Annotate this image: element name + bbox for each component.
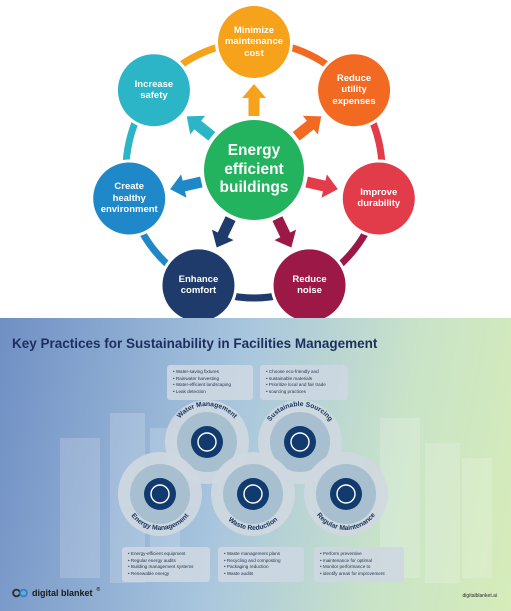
- infinity-logo-icon: [12, 588, 28, 598]
- website-url: digitalblanket.ai: [462, 593, 497, 599]
- node-label-create-healthy-environment-line: environment: [100, 204, 158, 216]
- node-label-enhance-comfort-line: Enhance: [178, 273, 219, 285]
- node-label-reduce-utility-expenses-line: Reduce: [336, 73, 372, 85]
- node-label-minimize-maintenance-cost-line: maintenance: [224, 36, 284, 48]
- sourcing-bullet: Choose eco-friendly and: [266, 369, 342, 376]
- node-label-improve-durability-line: durability: [357, 198, 401, 210]
- water-bullet: Water-efficient landscaping: [173, 382, 247, 389]
- arrow-reduce-noise: [272, 216, 297, 248]
- water-management-box: Water-saving fixturesRainwater harvestin…: [167, 365, 253, 400]
- arrow-improve-durability: [305, 174, 338, 198]
- node-label-reduce-noise-line: Reduce: [292, 273, 327, 285]
- node-circle-reduce-utility-expenses: [318, 54, 391, 127]
- water-bullet: Water-saving fixtures: [173, 369, 247, 376]
- brand-name: digital blanket: [32, 588, 93, 598]
- center-label-line: efficient: [224, 160, 284, 178]
- waste-bullet: Waste management plans: [224, 551, 298, 558]
- arrow-increase-safety: [186, 115, 216, 141]
- node-circle-improve-durability: [342, 162, 415, 235]
- gear-bolt-icon: [150, 484, 170, 504]
- icon-disc-energy: [144, 478, 176, 510]
- sourcing-bullet: sourcing practices: [266, 389, 342, 396]
- node-circle-enhance-comfort: [162, 249, 235, 318]
- infographic-title: Key Practices for Sustainability in Faci…: [12, 336, 378, 351]
- diagram-canvas: [93, 6, 415, 318]
- waste-bullet: Waste audits: [224, 571, 298, 578]
- arrow-minimize-maintenance-cost: [242, 84, 266, 116]
- brand-logo: digital blanket ®: [12, 587, 100, 599]
- maintenance-bullet: Perform preventive: [320, 551, 398, 558]
- node-label-create-healthy-environment-line: Create: [114, 181, 144, 193]
- node-label-reduce-utility-expenses-line: expenses: [332, 95, 376, 107]
- waste-bullet: Recycling and composting: [224, 558, 298, 565]
- node-circle-create-healthy-environment: [93, 162, 166, 235]
- maintenance-bullet: maintenance for optimal: [320, 558, 398, 565]
- center-circle: [204, 120, 304, 220]
- node-circle-minimize-maintenance-cost: [218, 6, 290, 78]
- center-label-line: buildings: [219, 179, 289, 197]
- node-label-reduce-noise-line: noise: [297, 285, 322, 297]
- node-circle-increase-safety: [117, 54, 190, 127]
- recycle-bin-icon: [243, 484, 263, 504]
- node-label-create-healthy-environment-line: healthy: [112, 192, 146, 204]
- node-circle-reduce-noise: [273, 249, 346, 318]
- waste-reduction-box: Waste management plansRecycling and comp…: [218, 547, 304, 582]
- icon-disc-maintenance: [330, 478, 362, 510]
- checklist-icon: [336, 484, 356, 504]
- skyline-building-5: [462, 458, 492, 578]
- sourcing-box-icon: [290, 432, 310, 452]
- node-label-minimize-maintenance-cost-line: Minimize: [233, 24, 275, 36]
- node-label-reduce-utility-expenses-line: utility: [341, 84, 367, 96]
- sourcing-bullet: Prioritize local and fair trade: [266, 382, 342, 389]
- skyline-building-4: [425, 443, 460, 583]
- node-label-minimize-maintenance-cost-line: cost: [244, 47, 264, 59]
- node-label-increase-safety-line: safety: [140, 90, 168, 102]
- energy-bullet: Building management systems: [128, 564, 204, 571]
- energy-management-box: Energy-efficient equipmentRegular energy…: [122, 547, 210, 582]
- maintenance-bullet: identify areas for improvement: [320, 571, 398, 578]
- arrow-reduce-utility-expenses: [292, 115, 322, 141]
- center-label-line: Energy: [227, 142, 281, 160]
- regular-maintenance-box: Perform preventivemaintenance for optima…: [314, 547, 404, 582]
- energy-bullet: Energy-efficient equipment: [128, 551, 204, 558]
- maintenance-bullet: Monitor performance to: [320, 564, 398, 571]
- node-label-improve-durability-line: Improve: [360, 187, 398, 199]
- node-label-increase-safety-line: Increase: [134, 78, 174, 90]
- sustainable-sourcing-box: Choose eco-friendly andsustainable mater…: [260, 365, 348, 400]
- waste-bullet: Packaging reduction: [224, 564, 298, 571]
- arrow-create-healthy-environment: [170, 174, 203, 198]
- energy-bullet: Regular energy audits: [128, 558, 204, 565]
- sourcing-bullet: sustainable materials: [266, 376, 342, 383]
- arrow-enhance-comfort: [211, 216, 236, 248]
- water-drop-icon: [197, 432, 217, 452]
- node-label-enhance-comfort-line: comfort: [180, 285, 217, 297]
- brand-trademark: ®: [96, 587, 101, 593]
- water-bullet: Rainwater harvesting: [173, 376, 247, 383]
- icon-disc-water: [191, 426, 223, 458]
- icon-disc-sourcing: [284, 426, 316, 458]
- icon-disc-waste: [237, 478, 269, 510]
- energy-bullet: Renewable energy: [128, 571, 204, 578]
- water-bullet: Leak detection: [173, 389, 247, 396]
- skyline-building-0: [60, 438, 100, 578]
